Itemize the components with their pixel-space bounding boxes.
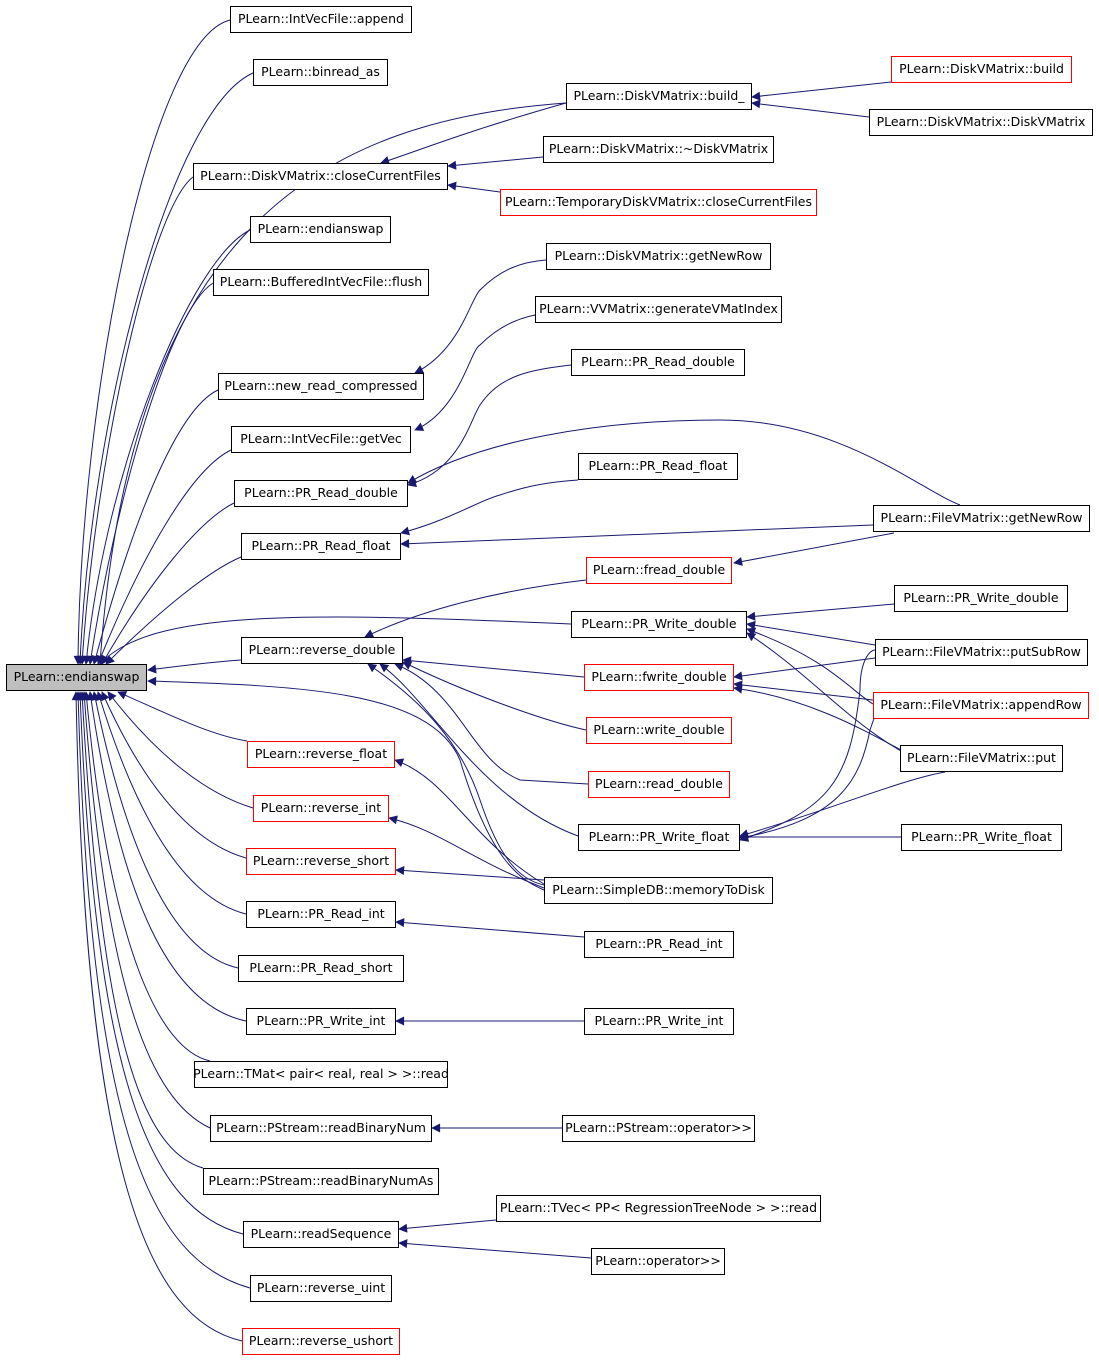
node-pr-read-int-callers[interactable]: PLearn::PR_Read_int [584,931,734,958]
node-new-read-compressed[interactable]: PLearn::new_read_compressed [218,373,424,400]
node-tvec-regressiontreenode-read[interactable]: PLearn::TVec< PP< RegressionTreeNode > >… [496,1195,821,1222]
node-pr-read-float-callers[interactable]: PLearn::PR_Read_float [578,453,738,480]
node-pr-read-double-callers[interactable]: PLearn::PR_Read_double [571,349,745,376]
node-filevmatrix-getnewrow[interactable]: PLearn::FileVMatrix::getNewRow [873,505,1090,532]
node-pr-read-short[interactable]: PLearn::PR_Read_short [238,955,404,982]
node-operator-shift[interactable]: PLearn::operator>> [591,1248,725,1275]
node-reverse-int[interactable]: PLearn::reverse_int [253,795,389,822]
node-readsequence[interactable]: PLearn::readSequence [243,1221,399,1248]
node-reverse-float[interactable]: PLearn::reverse_float [247,741,395,768]
node-diskvmatrix-closecurrentfiles[interactable]: PLearn::DiskVMatrix::closeCurrentFiles [193,163,448,190]
node-pr-read-float[interactable]: PLearn::PR_Read_float [241,533,401,560]
node-temporarydiskvmatrix-closecurrentfiles[interactable]: PLearn::TemporaryDiskVMatrix::closeCurre… [500,189,817,216]
node-pr-write-float-callers[interactable]: PLearn::PR_Write_float [901,824,1062,851]
node-pr-read-int[interactable]: PLearn::PR_Read_int [246,901,396,928]
node-tmat-read[interactable]: PLearn::TMat< pair< real, real > >::read [193,1061,449,1088]
node-pr-write-double-callers[interactable]: PLearn::PR_Write_double [894,585,1068,612]
node-endianswap[interactable]: PLearn::endianswap [250,216,391,243]
node-pstream-readbinarynumas[interactable]: PLearn::PStream::readBinaryNumAs [203,1168,439,1195]
node-diskvmatrix-constructor[interactable]: PLearn::DiskVMatrix::DiskVMatrix [869,109,1093,136]
node-intvecfile-getvec[interactable]: PLearn::IntVecFile::getVec [231,426,411,453]
node-pstream-operator-shift[interactable]: PLearn::PStream::operator>> [562,1115,755,1142]
node-binread-as[interactable]: PLearn::binread_as [253,59,388,86]
node-pr-write-int-callers[interactable]: PLearn::PR_Write_int [584,1008,734,1035]
node-intvecfile-append[interactable]: PLearn::IntVecFile::append [230,6,412,33]
node-pr-write-float[interactable]: PLearn::PR_Write_float [578,824,740,851]
node-pstream-readbinarynum[interactable]: PLearn::PStream::readBinaryNum [210,1115,432,1142]
node-diskvmatrix-build-underscore[interactable]: PLearn::DiskVMatrix::build_ [566,83,752,110]
node-diskvmatrix-build[interactable]: PLearn::DiskVMatrix::build [891,56,1072,83]
node-vvmatrix-generatevmatindex[interactable]: PLearn::VVMatrix::generateVMatIndex [535,296,782,323]
node-pr-write-double[interactable]: PLearn::PR_Write_double [571,611,747,638]
node-filevmatrix-putsubrow[interactable]: PLearn::FileVMatrix::putSubRow [875,639,1088,666]
node-bufferedintvecfile-flush[interactable]: PLearn::BufferedIntVecFile::flush [213,269,429,296]
node-reverse-double[interactable]: PLearn::reverse_double [241,637,403,664]
node-diskvmatrix-getnewrow[interactable]: PLearn::DiskVMatrix::getNewRow [546,243,771,270]
node-endianswap-root: PLearn::endianswap [6,664,147,691]
node-filevmatrix-appendrow[interactable]: PLearn::FileVMatrix::appendRow [873,692,1089,719]
node-pr-write-int[interactable]: PLearn::PR_Write_int [246,1008,396,1035]
node-diskvmatrix-destructor[interactable]: PLearn::DiskVMatrix::~DiskVMatrix [543,136,774,163]
node-simpledb-memorytodisk[interactable]: PLearn::SimpleDB::memoryToDisk [544,877,773,904]
node-reverse-short[interactable]: PLearn::reverse_short [246,848,396,875]
node-filevmatrix-put[interactable]: PLearn::FileVMatrix::put [900,745,1063,772]
node-reverse-ushort[interactable]: PLearn::reverse_ushort [242,1328,400,1355]
node-pr-read-double[interactable]: PLearn::PR_Read_double [234,480,408,507]
node-fwrite-double[interactable]: PLearn::fwrite_double [584,664,734,691]
node-write-double[interactable]: PLearn::write_double [586,717,732,744]
node-fread-double[interactable]: PLearn::fread_double [586,557,732,584]
node-read-double[interactable]: PLearn::read_double [588,771,730,798]
node-reverse-uint[interactable]: PLearn::reverse_uint [250,1275,392,1302]
